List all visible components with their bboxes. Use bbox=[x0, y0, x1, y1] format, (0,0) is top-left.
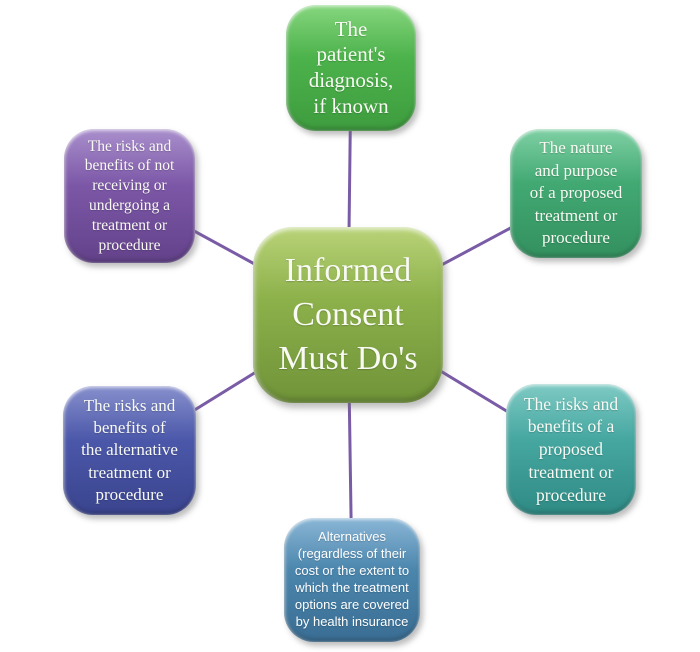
node-center-informed-consent: Informed Consent Must Do's bbox=[253, 227, 443, 403]
node-label: The risks and benefits of the alternativ… bbox=[81, 396, 178, 504]
node-risks-benefits-not-receiving: The risks and benefits of not receiving … bbox=[64, 129, 195, 263]
node-risks-benefits-alternative: The risks and benefits of the alternativ… bbox=[63, 386, 196, 515]
node-label: The nature and purpose of a proposed tre… bbox=[529, 138, 623, 248]
node-label: The risks and benefits of a proposed tre… bbox=[523, 393, 619, 505]
node-alternatives: Alternatives (regardless of their cost o… bbox=[284, 518, 420, 642]
node-label: The risks and benefits of not receiving … bbox=[84, 137, 175, 254]
node-label: The patient's diagnosis, if known bbox=[308, 16, 394, 118]
node-label: Alternatives (regardless of their cost o… bbox=[294, 529, 410, 629]
node-nature-and-purpose: The nature and purpose of a proposed tre… bbox=[510, 129, 642, 258]
node-risks-benefits-proposed: The risks and benefits of a proposed tre… bbox=[506, 384, 636, 515]
center-node-label: Informed Consent Must Do's bbox=[278, 251, 418, 378]
node-patient-diagnosis: The patient's diagnosis, if known bbox=[286, 5, 416, 131]
